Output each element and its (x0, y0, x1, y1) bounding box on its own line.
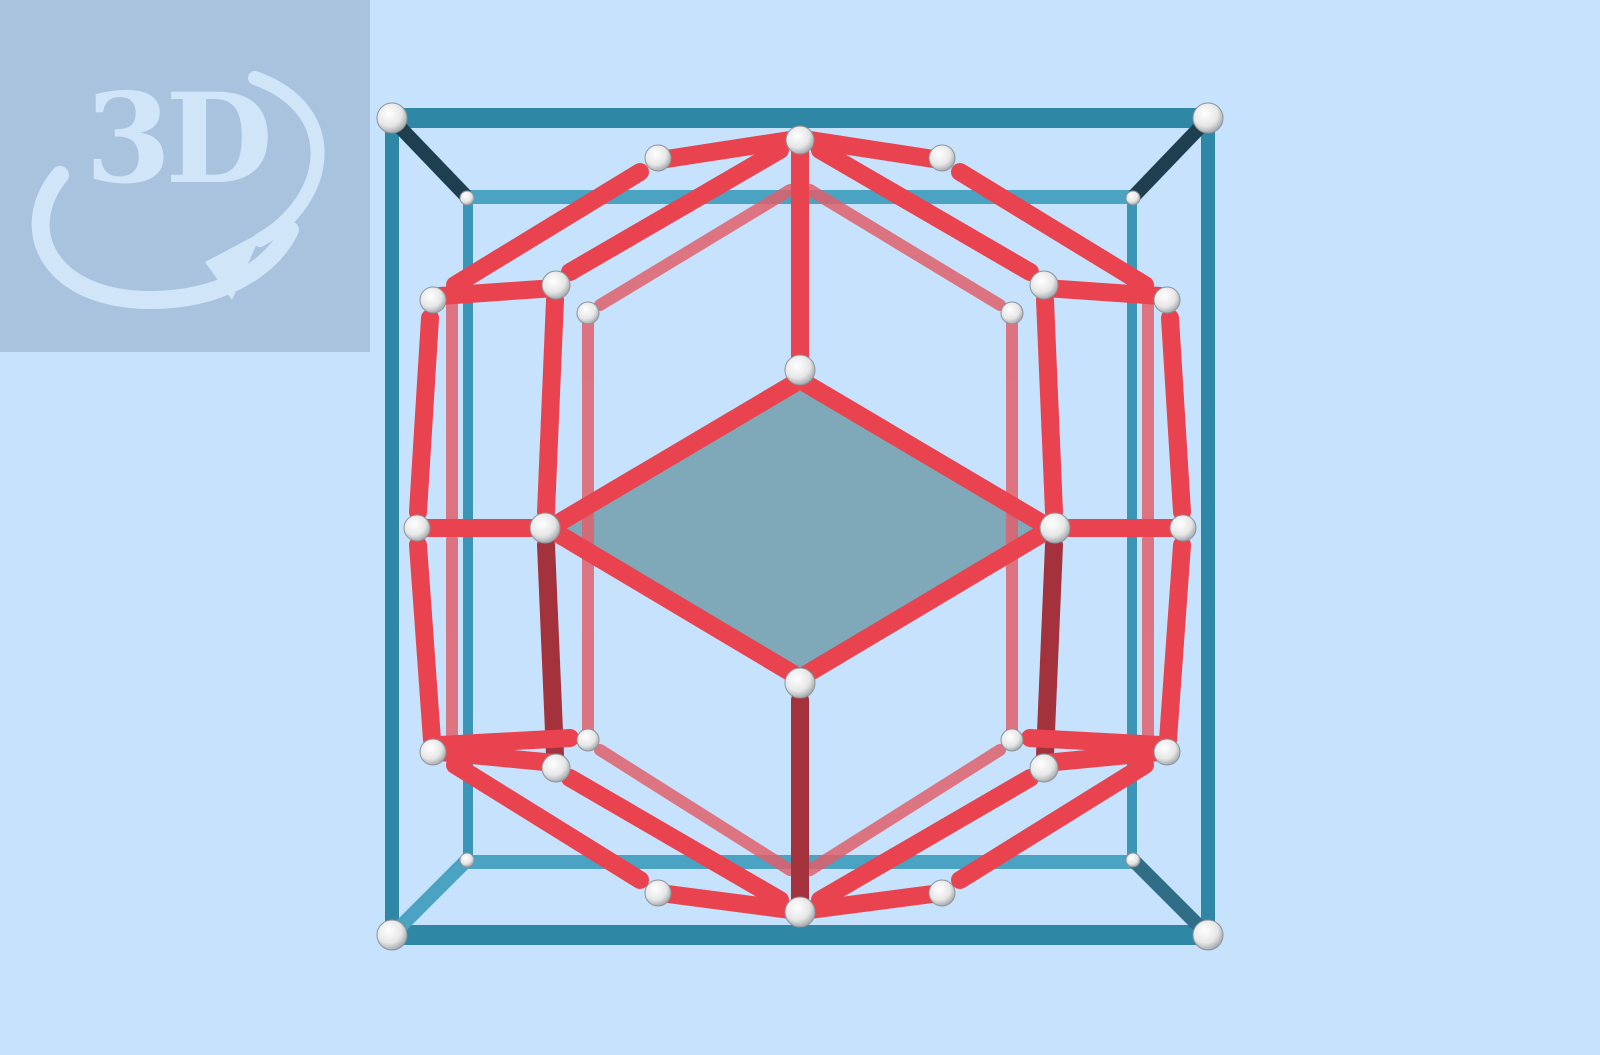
vertices (376, 102, 1224, 951)
corner-edge-tr (1128, 115, 1212, 202)
center-face (548, 375, 1050, 680)
corner-edge-tl (388, 115, 472, 202)
corner-edge-br (1128, 855, 1212, 939)
inner-polytope (409, 131, 1191, 919)
badge-label: 3D (85, 67, 273, 212)
corner-edge-bl (388, 855, 472, 939)
3d-toggle-button[interactable]: 3D (0, 0, 370, 352)
rotate-3d-icon (31, 71, 325, 310)
